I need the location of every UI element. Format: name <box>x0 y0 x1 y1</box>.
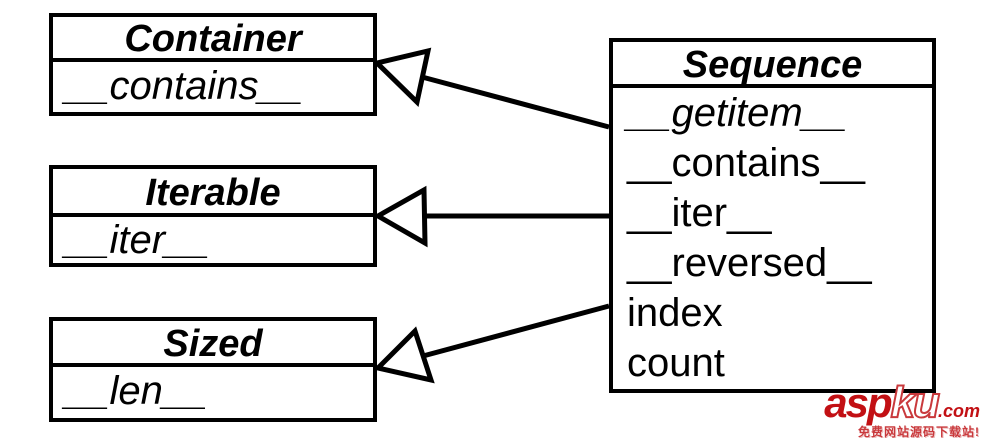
inheritance-line-sized <box>422 303 610 359</box>
inheritance-line-container <box>421 74 610 130</box>
watermark-asp-text: asp <box>824 379 892 426</box>
class-member-getitem: __getitem__ <box>627 91 848 135</box>
class-member-seq-count: count <box>627 341 725 385</box>
class-title-iterable: Iterable <box>53 169 373 217</box>
class-member-iter: __iter__ <box>65 218 210 262</box>
watermark-ku-text: ku <box>890 378 941 427</box>
class-member-len: __len__ <box>65 369 208 413</box>
class-title-sequence: Sequence <box>613 42 932 88</box>
class-member-seq-iter: __iter__ <box>627 191 772 235</box>
class-title-sized: Sized <box>53 321 373 367</box>
class-member-seq-reversed: __reversed__ <box>627 241 872 285</box>
class-member-contains: __contains__ <box>65 64 303 108</box>
class-box-sequence: Sequence __getitem__ __contains__ __iter… <box>609 38 936 393</box>
class-title-container: Container <box>53 17 373 62</box>
hollow-triangle-arrowhead-iterable <box>372 185 428 248</box>
watermark-domain-text: .com <box>937 401 980 421</box>
watermark-logo: aspku.com <box>824 378 980 427</box>
watermark: aspku.com 免费网站源码下载站! <box>824 378 980 438</box>
class-box-iterable: Iterable __iter__ <box>49 165 377 267</box>
hollow-triangle-arrowhead-sized <box>373 326 435 384</box>
class-member-seq-index: index <box>627 291 723 335</box>
watermark-tagline: 免费网站源码下载站! <box>858 425 980 438</box>
class-box-container: Container __contains__ <box>49 13 377 116</box>
hollow-triangle-arrowhead-container <box>371 47 432 107</box>
class-box-sized: Sized __len__ <box>49 317 377 422</box>
class-member-seq-contains: __contains__ <box>627 141 865 185</box>
